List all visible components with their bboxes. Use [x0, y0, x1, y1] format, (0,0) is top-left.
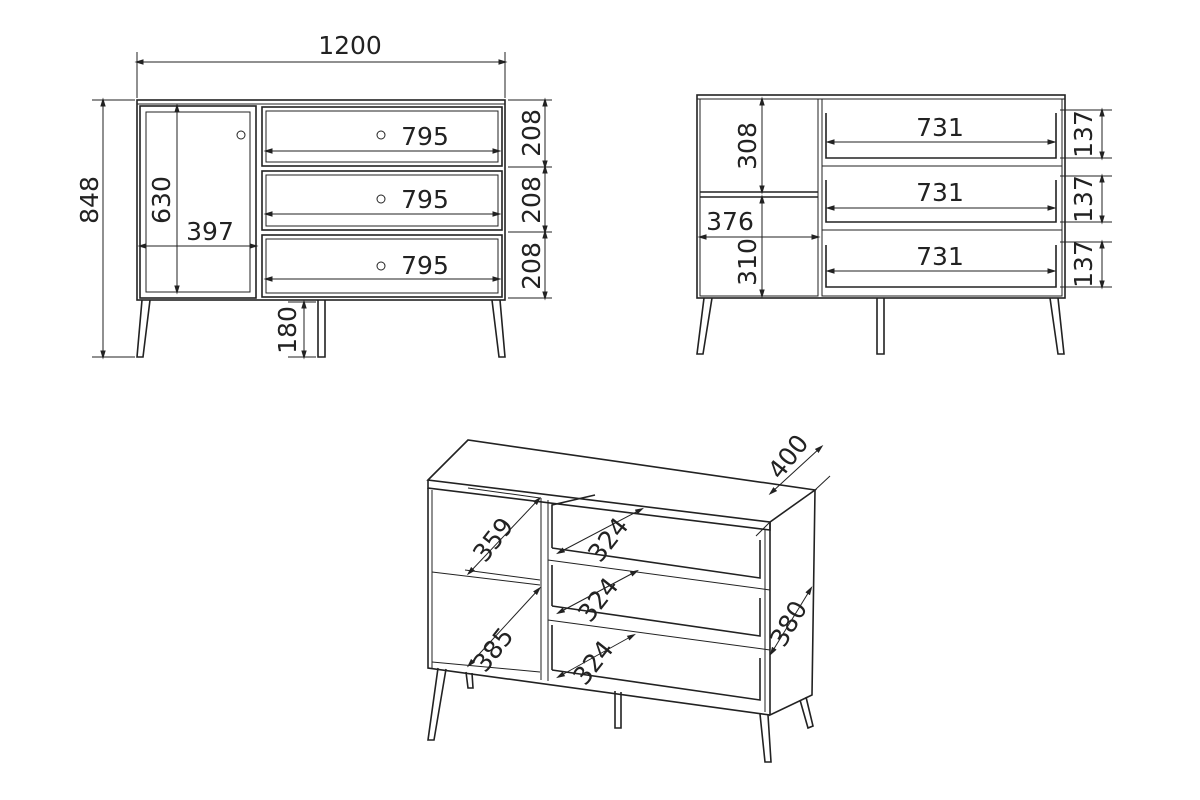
drawer-3 — [261, 234, 503, 298]
rear-view: 731 731 731 137 137 137 308 310 376 — [696, 94, 1112, 355]
leg — [1049, 297, 1065, 355]
drawer-width-label: 795 — [401, 122, 449, 151]
side-depth-label: 380 — [764, 596, 813, 652]
drawer-inner-height-label: 137 — [1069, 240, 1098, 288]
upper-shelf-depth-label: 359 — [467, 512, 519, 567]
height-label: 848 — [75, 176, 104, 224]
drawer-width-label: 795 — [401, 185, 449, 214]
drawer-inner-width-label: 731 — [916, 178, 964, 207]
drawer-height-label: 208 — [517, 176, 546, 224]
drawer-boxes — [822, 113, 1062, 288]
drawer-2 — [261, 170, 503, 231]
leg — [614, 691, 622, 729]
perspective-view: 400 359 385 324 324 324 380 — [426, 429, 831, 763]
door-knob-icon — [236, 130, 246, 140]
leg-height-label: 180 — [273, 306, 302, 354]
drawer-inner-width-label: 731 — [916, 113, 964, 142]
leg — [317, 300, 326, 358]
drawer-inner-height-label: 137 — [1069, 110, 1098, 158]
drawer-inner-width-label: 731 — [916, 242, 964, 271]
drawer-depth-label: 324 — [567, 635, 619, 690]
leg — [759, 713, 772, 763]
drawer-height-label: 208 — [517, 242, 546, 290]
depth-label: 400 — [762, 429, 814, 484]
drawer-height-label: 208 — [517, 109, 546, 157]
leg — [465, 671, 474, 689]
drawer-width-label: 795 — [401, 251, 449, 280]
door-height-label: 630 — [147, 176, 176, 224]
drawer-inner-height-label: 137 — [1069, 175, 1098, 223]
leg — [799, 696, 814, 730]
leg — [696, 297, 713, 355]
lower-compartment-height-label: 310 — [733, 238, 762, 286]
drawer-1 — [261, 106, 503, 167]
leg — [876, 298, 885, 355]
width-label: 1200 — [318, 31, 382, 60]
leg — [427, 667, 447, 741]
compartment-width-label: 376 — [706, 207, 754, 236]
drawer-depth-label: 324 — [572, 572, 624, 627]
leg — [491, 299, 506, 358]
door-width-label: 397 — [186, 217, 234, 246]
upper-compartment-height-label: 308 — [733, 122, 762, 170]
leg — [136, 299, 151, 358]
front-view: 1200 848 630 397 795 795 795 208 208 208… — [75, 31, 552, 360]
door-panel — [139, 105, 257, 299]
